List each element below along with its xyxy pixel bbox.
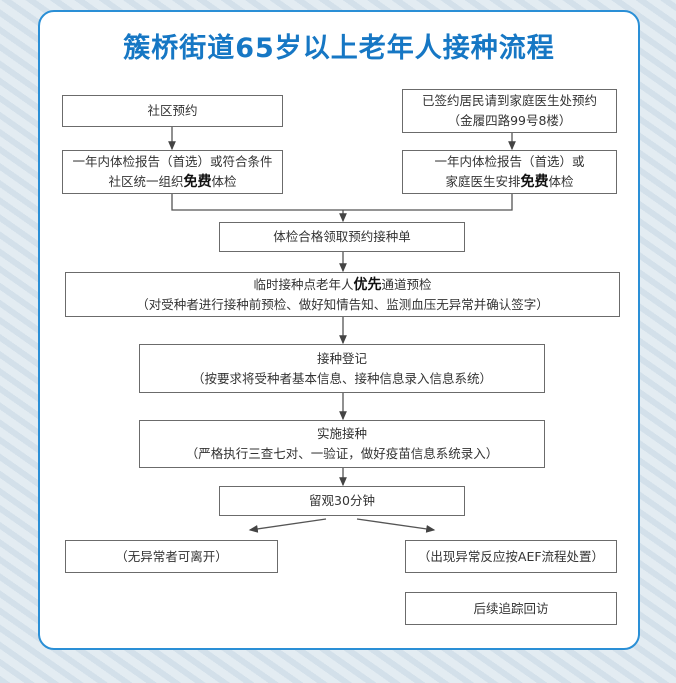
free-highlight: 免费 — [520, 174, 549, 190]
arrow — [356, 518, 436, 533]
step-text: 一年内体检报告（首选）或 — [434, 154, 585, 169]
step-text: 留观30分钟 — [309, 493, 375, 508]
step-followup: 后续追踪回访 — [405, 592, 617, 625]
step-text: 实施接种 — [316, 426, 367, 441]
step-subtext: （严格执行三查七对、一验证，做好疫苗信息系统录入） — [185, 446, 499, 461]
step-text: 体检 — [548, 174, 574, 189]
arrow — [248, 518, 327, 533]
step-text: 一年内体检报告（首选）或符合条件 — [72, 154, 273, 169]
step-text: 临时接种点老年人 — [253, 276, 354, 292]
priority-highlight: 优先 — [353, 276, 382, 293]
step-text: （无异常者可离开） — [115, 548, 228, 564]
step-signed-booking: 已签约居民请到家庭医生处预约 （金履四路99号8楼） — [402, 89, 617, 133]
step-qualified: 体检合格领取预约接种单 — [219, 222, 465, 252]
step-vaccinate: 实施接种 （严格执行三查七对、一验证，做好疫苗信息系统录入） — [139, 420, 545, 468]
step-text: 已签约居民请到家庭医生处预约 — [421, 93, 597, 108]
page-title: 簇桥街道65岁以上老年人接种流程 — [123, 33, 555, 64]
step-register: 接种登记 （按要求将受种者基本信息、接种信息录入信息系统） — [139, 344, 545, 393]
step-text: 体检 — [211, 174, 237, 189]
step-text: 家庭医生安排 — [445, 174, 521, 189]
free-highlight: 免费 — [183, 174, 212, 190]
step-text: 社区预约 — [147, 103, 198, 118]
step-community-checkup: 一年内体检报告（首选）或符合条件社区统一组织免费体检 — [62, 150, 283, 194]
step-text: 通道预检 — [381, 276, 432, 292]
merge-line — [171, 194, 513, 211]
step-text: （出现异常反应按AEF流程处置） — [417, 548, 605, 564]
step-text: 接种登记 — [316, 350, 367, 366]
step-subtext: （对受种者进行接种前预检、做好知情告知、监测血压无异常并确认签字） — [136, 296, 549, 312]
step-leave: （无异常者可离开） — [65, 540, 278, 573]
step-text: 体检合格领取预约接种单 — [273, 229, 411, 244]
step-text: 社区统一组织 — [108, 174, 184, 189]
step-community-booking: 社区预约 — [62, 95, 283, 127]
step-subtext: （金履四路99号8楼） — [447, 113, 572, 128]
step-subtext: （按要求将受种者基本信息、接种信息录入信息系统） — [191, 370, 492, 386]
step-doctor-checkup: 一年内体检报告（首选）或家庭医生安排免费体检 — [402, 150, 617, 194]
step-observe: 留观30分钟 — [219, 486, 465, 516]
step-text: 后续追踪回访 — [473, 600, 549, 616]
step-abnormal: （出现异常反应按AEF流程处置） — [405, 540, 617, 573]
step-precheck: 临时接种点老年人优先通道预检 （对受种者进行接种前预检、做好知情告知、监测血压无异… — [65, 272, 620, 317]
